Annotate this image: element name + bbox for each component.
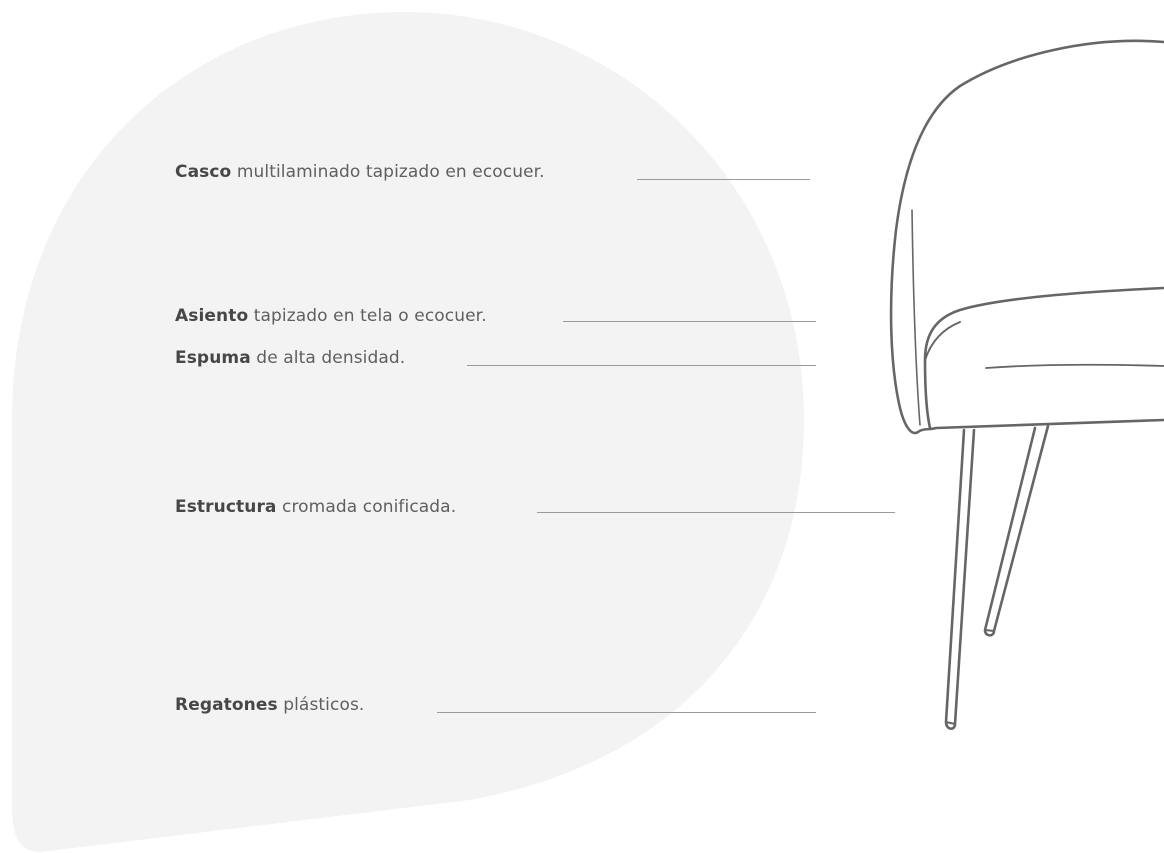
feature-description: de alta densidad. <box>250 348 406 368</box>
feature-term: Asiento <box>175 306 249 326</box>
chair-seat-seam <box>985 363 1164 369</box>
feature-term: Casco <box>175 162 232 182</box>
feature-description: plásticos. <box>277 695 365 715</box>
feature-asiento: Asiento tapizado en tela o ecocuer. <box>175 306 487 326</box>
leader-line-asiento <box>563 321 816 322</box>
feature-term: Espuma <box>175 348 251 368</box>
feature-description: cromada conificada. <box>276 497 457 517</box>
feature-regatones: Regatones plásticos. <box>175 695 364 715</box>
leader-line-regatones <box>437 712 816 713</box>
leader-line-estructura <box>537 512 895 513</box>
chair-seat-front <box>923 286 1164 430</box>
chair-backrest-outline <box>889 39 1164 435</box>
chair-back-leg <box>983 424 1050 637</box>
leader-line-casco <box>637 179 810 180</box>
feature-espuma: Espuma de alta densidad. <box>175 348 405 368</box>
feature-description: tapizado en tela o ecocuer. <box>248 306 487 326</box>
feature-estructura: Estructura cromada conificada. <box>175 497 456 517</box>
leader-line-espuma <box>467 365 816 366</box>
feature-description: multilaminado tapizado en ecocuer. <box>231 162 545 182</box>
feature-term: Regatones <box>175 695 278 715</box>
chair-front-leg <box>944 428 976 730</box>
chair-back-seam <box>911 209 921 426</box>
chair-seat-contour <box>924 321 961 361</box>
feature-casco: Casco multilaminado tapizado en ecocuer. <box>175 162 545 182</box>
feature-term: Estructura <box>175 497 277 517</box>
